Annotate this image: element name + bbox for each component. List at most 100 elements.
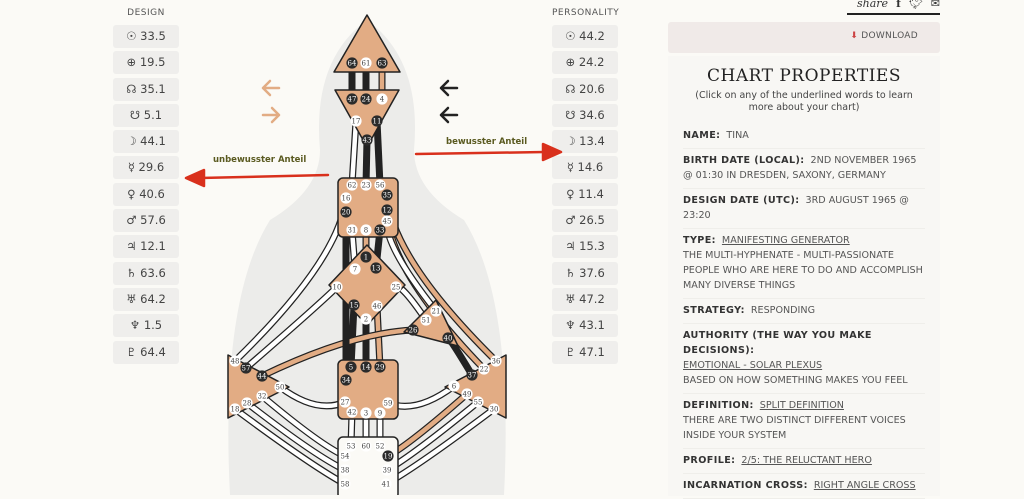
gate-55[interactable]: 55 [472,396,484,408]
gate-44[interactable]: 44 [256,370,268,382]
gate-43[interactable]: 43 [361,134,373,146]
design-planet-neptune[interactable]: ♆ 1.5 [113,314,179,338]
gate-64[interactable]: 64 [346,57,358,69]
gate-19[interactable]: 19 [382,450,394,462]
personality-planet-south-node[interactable]: ☋ 34.6 [552,103,618,127]
personality-planet-saturn[interactable]: ♄ 37.6 [552,261,618,285]
gate-8[interactable]: 8 [360,224,372,236]
email-icon[interactable]: ✉ [930,0,940,10]
gate-17[interactable]: 17 [350,115,362,127]
gate-46[interactable]: 46 [371,300,383,312]
design-planet-earth[interactable]: ⊕ 19.5 [113,51,179,75]
gate-40[interactable]: 40 [442,332,454,344]
gate-7[interactable]: 7 [349,263,361,275]
gate-10[interactable]: 10 [331,281,343,293]
gate-35[interactable]: 35 [381,189,393,201]
gate-marker [374,440,386,452]
personality-planet-pluto[interactable]: ♇ 47.1 [552,340,618,364]
gate-32[interactable]: 32 [256,390,268,402]
gate-59[interactable]: 59 [382,397,394,409]
gate-38[interactable]: 38 [339,464,351,476]
gate-50[interactable]: 50 [274,381,286,393]
gate-34[interactable]: 34 [340,374,352,386]
gate-37[interactable]: 37 [466,369,478,381]
personality-planet-mars[interactable]: ♂ 26.5 [552,209,618,233]
personality-planet-neptune[interactable]: ♆ 43.1 [552,314,618,338]
gate-49[interactable]: 49 [461,388,473,400]
design-planet-sun[interactable]: ☉ 33.5 [113,25,179,48]
gate-22[interactable]: 22 [478,363,490,375]
gate-41[interactable]: 41 [380,478,392,490]
gate-9[interactable]: 9 [374,407,386,419]
gate-15[interactable]: 15 [348,299,360,311]
gate-62[interactable]: 62 [346,179,358,191]
gate-26[interactable]: 26 [407,324,419,336]
cross-link[interactable]: RIGHT ANGLE CROSS [813,480,916,491]
design-planet-mars[interactable]: ♂ 57.6 [113,209,179,233]
design-planet-north-node[interactable]: ☊ 35.1 [113,77,179,101]
gate-47[interactable]: 47 [346,93,358,105]
personality-planet-mercury[interactable]: ☿ 14.6 [552,156,618,180]
gate-45[interactable]: 45 [381,215,393,227]
design-planet-saturn[interactable]: ♄ 63.6 [113,261,179,285]
personality-planet-north-node[interactable]: ☊ 20.6 [552,77,618,101]
gate-25[interactable]: 25 [390,281,402,293]
gate-14[interactable]: 14 [360,361,372,373]
gate-53[interactable]: 53 [345,440,357,452]
gate-30[interactable]: 30 [488,403,500,415]
gate-23[interactable]: 23 [360,179,372,191]
gate-58[interactable]: 58 [339,478,351,490]
gate-48[interactable]: 48 [229,355,241,367]
personality-planet-venus[interactable]: ♀ 11.4 [552,182,618,206]
definition-link[interactable]: SPLIT DEFINITION [759,400,844,411]
gate-29[interactable]: 29 [374,361,386,373]
gate-11[interactable]: 11 [371,115,383,127]
gate-21[interactable]: 21 [430,305,442,317]
design-planet-venus[interactable]: ♀ 40.6 [113,182,179,206]
gate-39[interactable]: 39 [381,464,393,476]
gate-42[interactable]: 42 [346,406,358,418]
gate-36[interactable]: 36 [490,355,502,367]
gate-1[interactable]: 1 [360,251,372,263]
gate-54[interactable]: 54 [339,450,351,462]
gate-27[interactable]: 27 [339,396,351,408]
design-planet-south-node[interactable]: ☋ 5.1 [113,103,179,127]
gate-28[interactable]: 28 [241,397,253,409]
gate-16[interactable]: 16 [340,192,352,204]
personality-planet-sun[interactable]: ☉ 44.2 [552,25,618,48]
gate-12[interactable]: 12 [381,204,393,216]
gate-13[interactable]: 13 [370,262,382,274]
gate-51[interactable]: 51 [420,314,432,326]
gate-60[interactable]: 60 [360,440,372,452]
personality-planet-uranus[interactable]: ♅ 47.2 [552,287,618,311]
gate-3[interactable]: 3 [360,407,372,419]
authority-link[interactable]: EMOTIONAL - SOLAR PLEXUS [683,360,823,371]
gate-18[interactable]: 18 [229,403,241,415]
design-planet-mercury[interactable]: ☿ 29.6 [113,156,179,180]
gate-61[interactable]: 61 [360,57,372,69]
gate-20[interactable]: 20 [340,206,352,218]
gate-4[interactable]: 4 [376,93,388,105]
gate-5[interactable]: 5 [345,361,357,373]
personality-planet-jupiter[interactable]: ♃ 15.3 [552,235,618,259]
design-planet-jupiter[interactable]: ♃ 12.1 [113,235,179,259]
personality-planet-earth[interactable]: ⊕ 24.2 [552,51,618,75]
gate-63[interactable]: 63 [376,57,388,69]
profile-link[interactable]: 2/5: THE RELUCTANT HERO [741,455,872,466]
personality-planet-moon[interactable]: ☽ 13.4 [552,130,618,154]
gate-31[interactable]: 31 [346,224,358,236]
type-link[interactable]: MANIFESTING GENERATOR [721,235,850,246]
design-planet-uranus[interactable]: ♅ 64.2 [113,287,179,311]
gate-2[interactable]: 2 [360,313,372,325]
gate-33[interactable]: 33 [374,224,386,236]
twitter-icon[interactable]: 🐦︎ [908,0,923,10]
design-planet-pluto[interactable]: ♇ 64.4 [113,340,179,364]
gate-57[interactable]: 57 [240,362,252,374]
gate-24[interactable]: 24 [360,93,372,105]
download-button[interactable]: ⬇ DOWNLOAD [850,31,918,41]
facebook-icon[interactable]: f [896,0,901,10]
gate-52[interactable]: 52 [374,440,386,452]
gate-56[interactable]: 56 [374,179,386,191]
gate-6[interactable]: 6 [448,380,460,392]
design-planet-moon[interactable]: ☽ 44.1 [113,130,179,154]
